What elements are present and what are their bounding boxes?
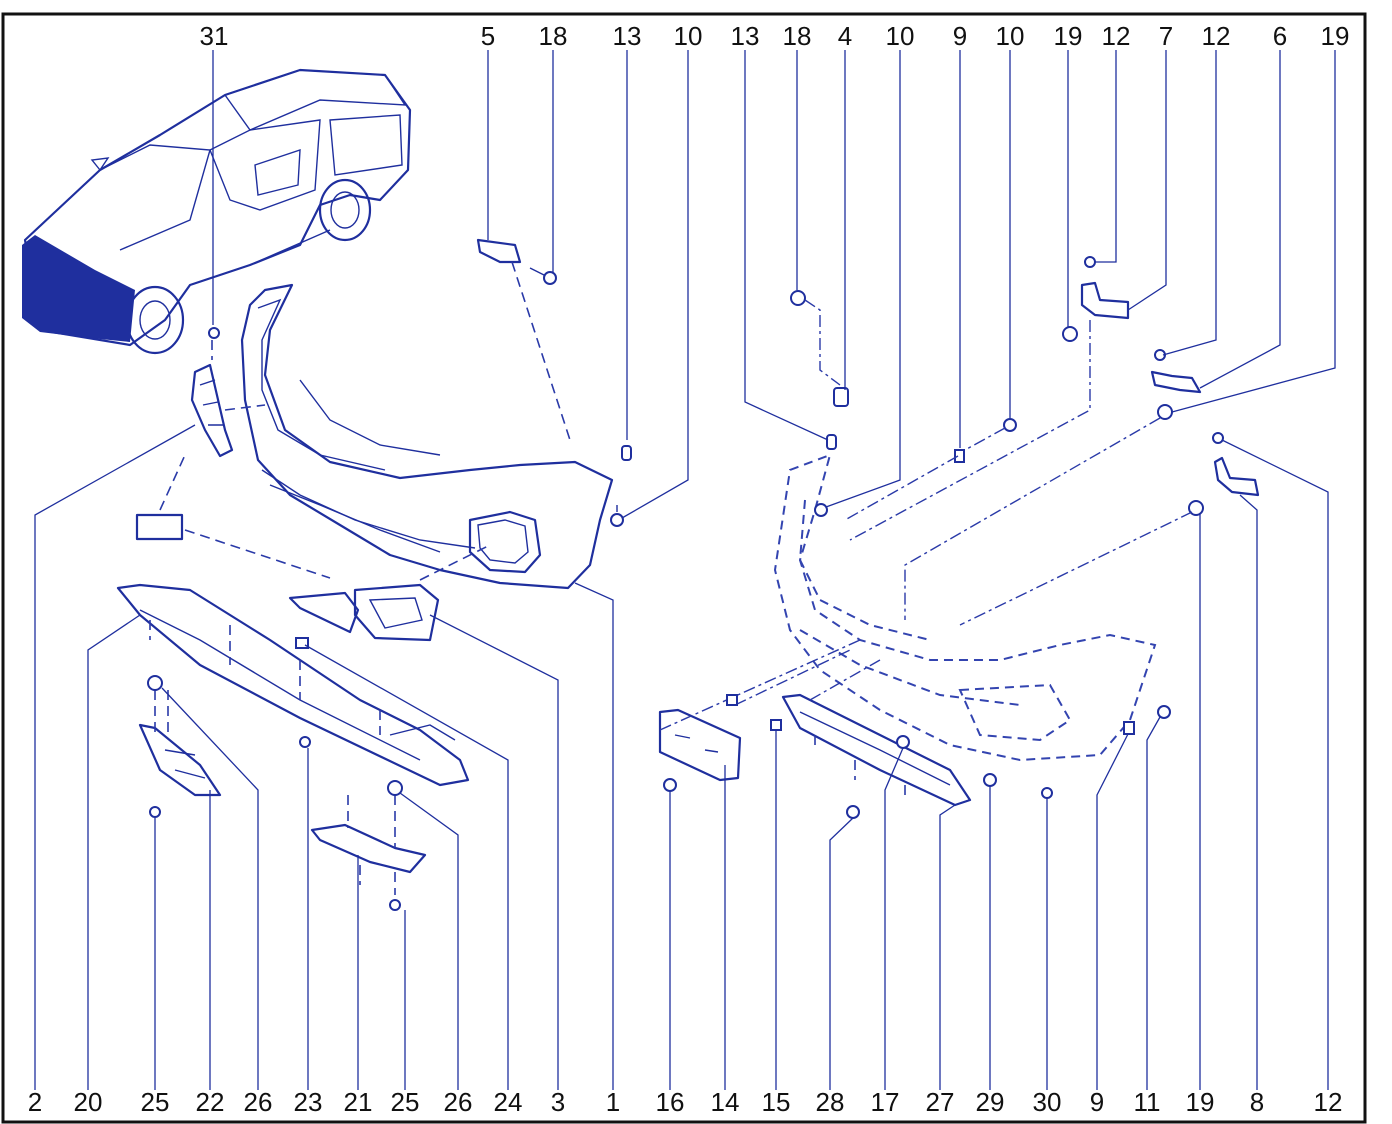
bottom-callouts: 2 20 25 22 26 23 21 25 26 24 3 1 16 14 1…	[28, 1087, 1343, 1117]
callout-22: 22	[196, 1087, 225, 1117]
part-19-nut-a	[1062, 326, 1078, 342]
top-callouts: 31 5 18 13 10 13 18 4 10 9 10 19 12 7 12…	[200, 21, 1350, 51]
part-14-license-plate-bracket	[658, 639, 861, 782]
part-13-clip-left	[621, 445, 632, 461]
part-25-screw-center	[389, 899, 401, 911]
part-10-bolt-right-b	[1003, 418, 1017, 432]
diagram-frame	[1, 12, 1367, 1124]
part-26-nut-center	[387, 780, 403, 796]
callout-23: 23	[294, 1087, 323, 1117]
callout-15: 15	[762, 1087, 791, 1117]
callout-26: 26	[444, 1087, 473, 1117]
callout-21: 21	[344, 1087, 373, 1117]
part-2-bumper-side-bracket	[190, 327, 234, 458]
callout-17: 17	[871, 1087, 900, 1117]
callout-13: 13	[731, 21, 760, 51]
callout-10: 10	[886, 21, 915, 51]
callout-18: 18	[539, 21, 568, 51]
callout-4: 4	[838, 21, 852, 51]
part-18-bolt-right	[790, 290, 806, 306]
part-19-nut-b	[1157, 404, 1173, 420]
callout-19: 19	[1054, 21, 1083, 51]
part-26-nut-left	[147, 675, 163, 691]
callout-8: 8	[1250, 1087, 1264, 1117]
vehicle-overview-illustration	[22, 68, 412, 355]
callout-18: 18	[783, 21, 812, 51]
part-15-clip-a	[726, 694, 738, 706]
part-22-bracket	[138, 690, 222, 797]
part-label-plate	[135, 513, 184, 541]
leader-lines	[34, 50, 1336, 1090]
part-27-lower-grille-strip	[781, 659, 972, 807]
part-13-clip-right	[826, 434, 837, 450]
callout-2: 2	[28, 1087, 42, 1117]
part-4-clip	[833, 387, 849, 407]
part-10-bolt-left	[610, 505, 624, 527]
part-11-bolt	[1157, 705, 1171, 719]
part-9-clip-b	[1123, 721, 1135, 735]
part-8-bracket	[1212, 432, 1260, 497]
callout-1: 1	[606, 1087, 620, 1117]
callout-13: 13	[613, 21, 642, 51]
callout-10: 10	[996, 21, 1025, 51]
part-3-fog-lamp-bezel	[288, 544, 491, 642]
ghost-bumper-outline	[773, 453, 1157, 762]
callout-12: 12	[1314, 1087, 1343, 1117]
part-16-screw	[663, 778, 677, 792]
part-1-front-bumper-cover	[224, 283, 614, 590]
callout-31: 31	[200, 21, 229, 51]
callout-14: 14	[711, 1087, 740, 1117]
part-28-screw	[846, 805, 860, 819]
part-7-bracket	[1080, 256, 1130, 320]
callout-9: 9	[1090, 1087, 1104, 1117]
part-6-bracket	[1150, 349, 1202, 394]
callout-26: 26	[244, 1087, 273, 1117]
callout-7: 7	[1159, 21, 1173, 51]
callout-19: 19	[1186, 1087, 1215, 1117]
callout-10: 10	[674, 21, 703, 51]
part-25-screw-left	[149, 806, 161, 818]
callout-12: 12	[1102, 21, 1131, 51]
part-24-clip	[295, 637, 309, 649]
part-9-clip-a	[954, 449, 965, 463]
callout-25: 25	[391, 1087, 420, 1117]
callout-24: 24	[494, 1087, 523, 1117]
callout-16: 16	[656, 1087, 685, 1117]
part-20-lower-valance	[116, 583, 470, 787]
highlighted-front-bumper	[22, 235, 135, 342]
callout-27: 27	[926, 1087, 955, 1117]
callout-9: 9	[953, 21, 967, 51]
part-23-screw	[299, 736, 311, 748]
callout-28: 28	[816, 1087, 845, 1117]
callout-11: 11	[1134, 1087, 1161, 1117]
part-30-clip	[1041, 787, 1053, 799]
part-17-screw	[896, 735, 910, 749]
callout-6: 6	[1273, 21, 1287, 51]
part-5-bracket	[476, 238, 571, 441]
callout-3: 3	[551, 1087, 565, 1117]
callout-25: 25	[141, 1087, 170, 1117]
part-10-bolt-right-a	[814, 503, 828, 517]
part-29-screw	[983, 773, 997, 787]
callout-29: 29	[976, 1087, 1005, 1117]
callout-5: 5	[481, 21, 495, 51]
part-18-bolt	[529, 267, 557, 285]
part-21-bracket	[310, 795, 427, 895]
callout-20: 20	[74, 1087, 103, 1117]
part-19-nut-c	[1188, 500, 1204, 516]
part-15-clip-b	[770, 719, 782, 731]
callout-12: 12	[1202, 21, 1231, 51]
callout-30: 30	[1033, 1087, 1062, 1117]
callout-19: 19	[1321, 21, 1350, 51]
